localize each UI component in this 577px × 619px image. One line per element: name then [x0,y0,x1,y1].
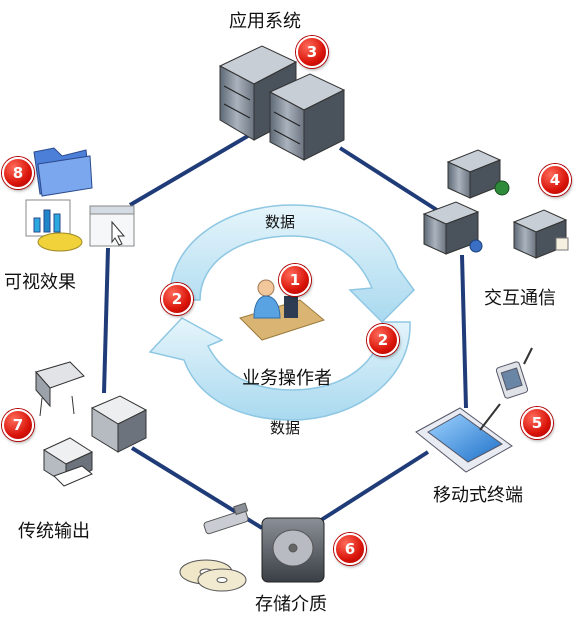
node-label-interaction: 交互通信 [484,288,556,309]
flow-arrow-clockwise [169,204,415,324]
badge-interaction: 4 [539,164,571,196]
flow-label-bottom: 数据 [270,419,301,437]
user-at-desk-icon [239,279,326,341]
flow-label-top: 数据 [265,213,296,231]
storage-media-icon [179,502,325,592]
operator-label: 业务操作者 [242,368,332,389]
edge-traditional-to-visual [102,247,110,394]
node-label-visual: 可视效果 [4,272,76,293]
badge-flow-left: 2 [161,283,193,315]
server-rack-icon [218,45,346,161]
badge-operator: 1 [279,264,311,296]
node-label-app-system: 应用系统 [229,11,301,32]
node-label-mobile: 移动式终端 [433,485,523,506]
edge-interaction-to-mobile [460,254,468,409]
tablet-icon [415,347,533,473]
badge-app-system: 3 [296,36,328,68]
badge-flow-right: 2 [367,324,399,356]
printer-icon [35,361,148,487]
chart-folder-icon [25,147,135,252]
edge-system-to-interaction [338,146,442,214]
network-server-icon [422,149,569,259]
edge-mobile-to-storage [316,450,430,524]
data-flow-arrows [148,204,415,421]
flow-arrow-counterclockwise [148,317,411,421]
badge-storage: 6 [334,533,366,565]
badge-visual: 8 [2,157,34,189]
edge-system-to-visual [128,128,260,207]
node-label-storage: 存储介质 [255,594,327,615]
badge-traditional: 7 [2,409,34,441]
badge-mobile: 5 [521,407,553,439]
node-label-traditional: 传统输出 [18,521,90,542]
